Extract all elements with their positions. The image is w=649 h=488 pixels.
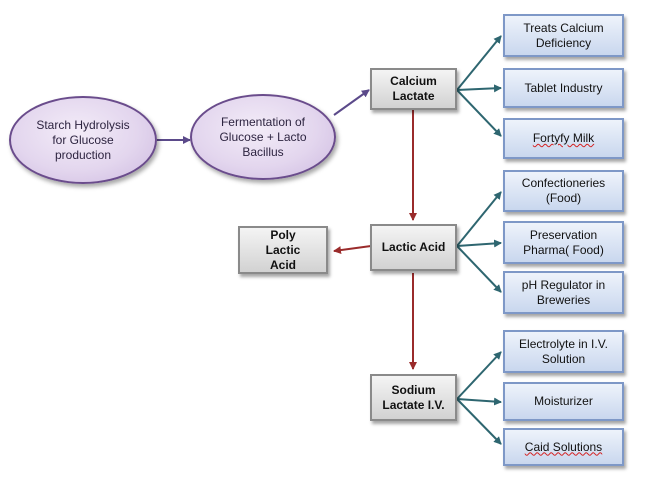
arrow-calcium-to-use-2 (456, 84, 502, 93)
calcium-use-box: Tablet Industry (503, 68, 624, 108)
calcium-use-label: Fortyfy Milk (532, 131, 595, 145)
lactic-use-label: pH Regulator in Breweries (521, 277, 606, 307)
calcium-lactate-node: Calcium Lactate (370, 68, 457, 110)
calcium-lactate-label: Calcium Lactate (390, 74, 437, 103)
lactic-use-box: Preservation Pharma( Food) (503, 221, 624, 264)
sodium-use-label: Moisturizer (534, 394, 593, 408)
arrow-lactic-to-poly (333, 245, 372, 255)
sodium-use-box: Moisturizer (503, 382, 624, 421)
fermentation-label: Fermentation of Glucose + Lacto Bacillus (219, 114, 307, 159)
sodium-use-label: Caid Solutions (524, 439, 603, 454)
lactic-use-box: pH Regulator in Breweries (503, 271, 624, 314)
sodium-use-box: Electrolyte in I.V. Solution (503, 330, 624, 373)
calcium-use-label: Treats Calcium Deficiency (523, 20, 604, 50)
fermentation-node: Fermentation of Glucose + Lacto Bacillus (190, 94, 336, 180)
arrow-fermentation-to-calcium (333, 89, 370, 116)
arrow-calcium-to-use-3 (456, 89, 502, 137)
starch-hydrolysis-label: Starch Hydrolysis for Glucose production (36, 117, 130, 162)
lactic-use-label: Confectioneries (Food) (521, 176, 606, 205)
lactic-acid-label: Lactic Acid (381, 240, 446, 254)
calcium-use-box: Treats Calcium Deficiency (503, 14, 624, 57)
sodium-lactate-label: Sodium Lactate I.V. (382, 382, 445, 412)
sodium-lactate-node: Sodium Lactate I.V. (370, 374, 457, 421)
arrow-lactic-to-use-3 (456, 245, 502, 293)
arrow-lactic-to-use-2 (456, 239, 502, 248)
arrow-sodium-to-use-3 (456, 398, 502, 445)
lactic-use-box: Confectioneries (Food) (503, 170, 624, 212)
poly-lactic-acid-label: Poly Lactic Acid (265, 227, 301, 272)
arrow-sodium-to-use-2 (456, 397, 502, 406)
poly-lactic-acid-node: Poly Lactic Acid (238, 226, 328, 274)
arrow-lactic-to-use-1 (456, 191, 502, 247)
arrow-calcium-to-use-1 (456, 35, 502, 91)
arrow-sodium-to-use-1 (456, 351, 502, 400)
lactic-acid-node: Lactic Acid (370, 224, 457, 271)
starch-hydrolysis-node: Starch Hydrolysis for Glucose production (9, 96, 157, 184)
calcium-use-box: Fortyfy Milk (503, 118, 624, 159)
sodium-use-box: Caid Solutions (503, 428, 624, 466)
lactic-use-label: Preservation Pharma( Food) (523, 227, 604, 257)
sodium-use-label: Electrolyte in I.V. Solution (519, 336, 608, 366)
calcium-use-label: Tablet Industry (524, 80, 603, 95)
